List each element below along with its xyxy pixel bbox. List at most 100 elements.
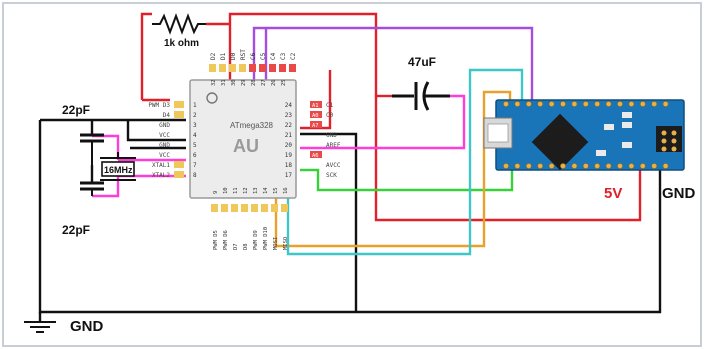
chip-right-pin-label: AREF: [326, 142, 341, 149]
nano-bottom-pin: [548, 163, 555, 169]
chip-top-pin-num: 30: [231, 79, 237, 86]
chip-right-pin-flag: [310, 111, 322, 118]
chip-left-pin-flag: [174, 101, 184, 108]
chip-right-pin-num: 19: [285, 152, 293, 159]
nano-bottom-pin: [651, 163, 658, 169]
nano-top-pin: [537, 101, 544, 107]
chip-top-pin-flag: [259, 64, 266, 72]
chip-bottom-pin-label: MISO: [283, 237, 289, 250]
five-v-label: 5V: [604, 185, 622, 202]
chip-left-pin-label: GND: [159, 122, 170, 129]
chip-top-pin-flag: [229, 64, 236, 72]
nano-top-pin: [514, 101, 521, 107]
gnd-right-label: GND: [662, 185, 696, 202]
chip-left-pin-num: 2: [193, 112, 197, 119]
cyan-wire: [286, 68, 524, 256]
nano-bottom-pin: [503, 163, 509, 169]
chip-top-pin-num: 26: [271, 79, 277, 86]
chip-bottom-pin-label: D7: [233, 243, 239, 250]
nano-top-pin: [548, 101, 555, 107]
nano-bottom-pin: [594, 163, 601, 169]
chip-right-pin-label: GND: [326, 132, 337, 139]
chip-left-pin-flag: [174, 171, 184, 178]
nano-top-pin: [503, 101, 509, 107]
chip-bottom-pin-label: PWM D9: [253, 230, 259, 250]
nano-top-pin: [525, 101, 532, 107]
chip-bottom-pin-num: 15: [273, 187, 279, 194]
chip-top-pin-flag: [219, 64, 226, 72]
nano-top-pin: [617, 101, 623, 107]
chip-bottom-pin-flag: [281, 204, 288, 212]
chip-bottom-pin-label: MOSI: [273, 237, 279, 250]
nano-bottom-pin: [628, 163, 635, 169]
atmega-chip: ATmega328 AU: [189, 79, 297, 199]
chip-right-pin-flag-label: A7: [312, 123, 319, 129]
chip-left-pin-num: 6: [193, 152, 197, 159]
chip-top-pin-flag: [269, 64, 276, 72]
chip-left-pin-label: XTAL2: [152, 172, 170, 179]
chip-left-pin-num: 8: [193, 172, 197, 179]
chip-right-pin-num: 23: [285, 112, 293, 119]
chip-bottom-pin-flag: [241, 204, 248, 212]
nano-bottom-pin: [662, 163, 669, 169]
chip-right-pin-flag-label: A0: [312, 113, 319, 119]
chip-top-pin-num: 27: [261, 79, 267, 86]
nano-bottom-pin: [514, 163, 521, 169]
chip-left-pin-num: 7: [193, 162, 197, 169]
chip-bottom-pin-label: PWM D5: [213, 230, 219, 250]
chip-right-pin-num: 21: [285, 132, 293, 139]
chip-top-pin-label: C6: [250, 52, 257, 60]
chip-top-pin-label: D1: [220, 52, 227, 60]
nano-bottom-pin: [639, 163, 646, 169]
chip-top-pin-label: RST: [240, 49, 247, 60]
chip-left-pin-num: 3: [193, 122, 197, 129]
chip-bottom-pin-flag: [211, 204, 218, 212]
nano-bottom-pin: [582, 163, 589, 169]
chip-left-pin-label: GND: [159, 142, 170, 149]
chip-bottom-pin-num: 10: [223, 187, 229, 194]
nano-bottom-pin: [537, 163, 544, 169]
chip-right-pin-flag: [310, 101, 322, 108]
nano-top-pin: [582, 101, 589, 107]
chip-bottom-pin-num: 13: [253, 187, 259, 194]
chip-right-pin-num: 18: [285, 162, 293, 169]
chip-right-pin-flag-label: A1: [312, 103, 319, 109]
nano-header-pins: [503, 101, 669, 169]
chip-bottom-pin-label: D8: [243, 243, 249, 250]
chip-bottom-pin-flag: [261, 204, 268, 212]
chip-bottom-pin-flag: [271, 204, 278, 212]
chip-top-pin-label: C5: [260, 52, 267, 60]
chip-right-pin-label: C0: [326, 112, 334, 119]
chip-top-pin-label: D0: [230, 52, 237, 60]
chip-bottom-pin-num: 12: [243, 187, 249, 194]
chip-right-pin-num: 17: [285, 172, 293, 179]
chip-bottom-pin-num: 9: [213, 191, 219, 194]
black-wire: [38, 118, 662, 322]
chip-bottom-pin-num: 14: [263, 187, 269, 194]
chip-left-pin-label: PWM D3: [148, 102, 170, 109]
chip-top-pin-flag: [289, 64, 296, 72]
capacitor-top: [80, 133, 104, 143]
nano-top-pin: [560, 101, 566, 107]
nano-top-pin: [651, 101, 658, 107]
chip-bottom-pin-label: PWM D10: [263, 227, 269, 250]
nano-bottom-pin: [560, 163, 566, 169]
resistor-symbol: [152, 13, 206, 35]
chip-top-pin-num: 31: [221, 79, 227, 86]
chip-right-pin-num: 22: [285, 122, 293, 129]
nano-top-pin: [571, 101, 578, 107]
cap-47uf-label: 47uF: [408, 55, 436, 69]
chip-left-pin-num: 5: [193, 142, 197, 149]
chip-bottom-pin-flag: [251, 204, 258, 212]
chip-left-pin-flag: [174, 111, 184, 118]
green-wire: [300, 168, 514, 192]
cap-top-label: 22pF: [62, 103, 90, 117]
nano-bottom-pin: [605, 163, 612, 169]
nano-top-pin: [594, 101, 601, 107]
chip-top-pin-num: 28: [251, 79, 257, 86]
gnd-bottom-label: GND: [70, 318, 104, 335]
chip-top-pin-num: 32: [211, 79, 217, 86]
